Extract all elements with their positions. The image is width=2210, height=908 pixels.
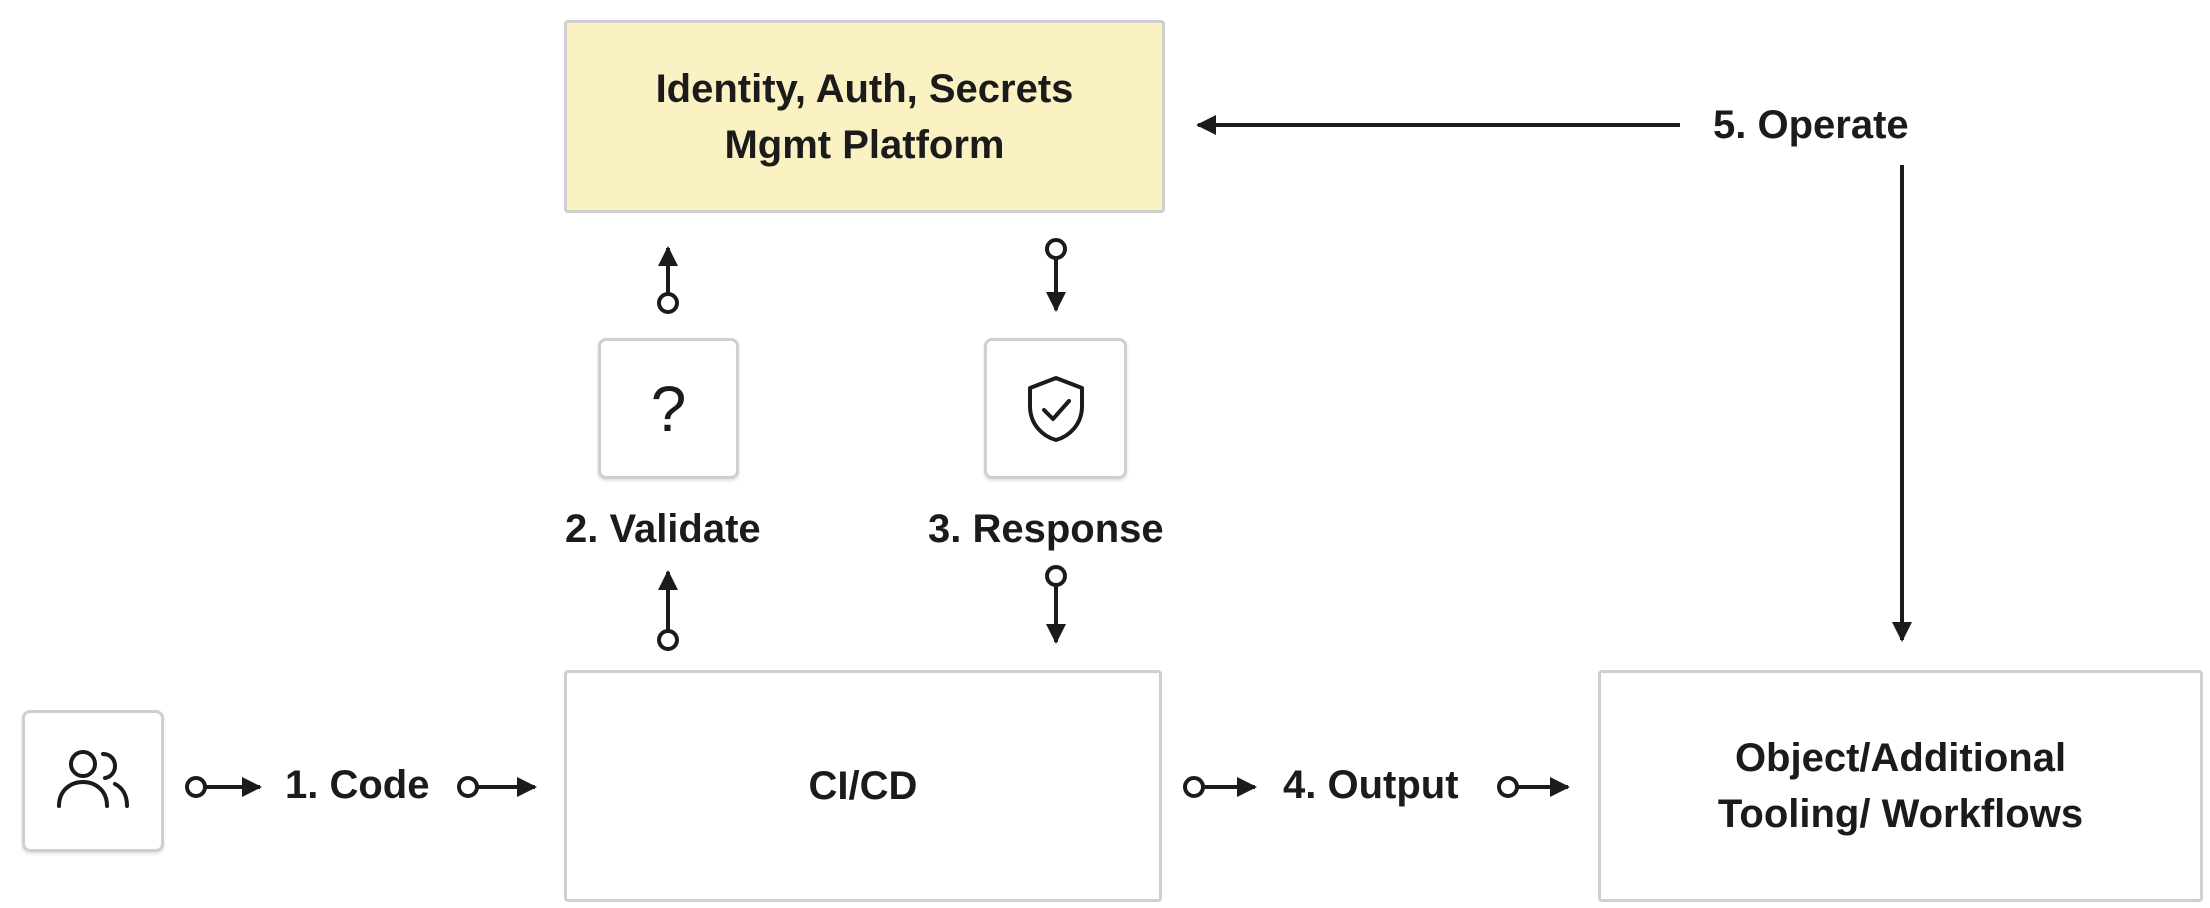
code-left-connector [185,776,207,798]
identity-platform-label: Identity, Auth, Secrets Mgmt Platform [656,61,1074,173]
platform-label-line-2: Mgmt Platform [724,122,1005,167]
tooling-label-line-2: Tooling/ Workflows [1717,792,2084,836]
output-left-connector [1183,776,1205,798]
question-mark-icon: ? [650,372,687,445]
cicd-label: CI/CD [808,764,918,808]
validate-lower-connector [657,629,679,651]
step-3-response-label: 3. Response [928,507,1164,551]
code-right-connector [457,776,479,798]
shield-check-icon [1027,375,1084,442]
response-upper-connector [1045,238,1067,260]
step-5-operate-label: 5. Operate [1713,103,1909,147]
platform-label-line-1: Identity, Auth, Secrets [655,66,1074,111]
tooling-workflows-label: Object/Additional Tooling/ Workflows [1718,730,2083,842]
response-icon-box [984,338,1127,479]
step-4-output-label: 4. Output [1283,763,1459,807]
output-right-connector [1497,776,1519,798]
validate-upper-connector [657,292,679,314]
validate-icon-box: ? [598,338,739,479]
users-icon [57,750,129,808]
users-icon-box [22,710,164,852]
tooling-workflows-box: Object/Additional Tooling/ Workflows [1598,670,2203,902]
identity-platform-box: Identity, Auth, Secrets Mgmt Platform [564,20,1165,213]
response-lower-connector [1045,565,1067,587]
cicd-box: CI/CD [564,670,1162,902]
step-1-code-label: 1. Code [285,763,430,807]
step-2-validate-label: 2. Validate [565,507,761,551]
tooling-label-line-1: Object/Additional [1734,736,2067,780]
